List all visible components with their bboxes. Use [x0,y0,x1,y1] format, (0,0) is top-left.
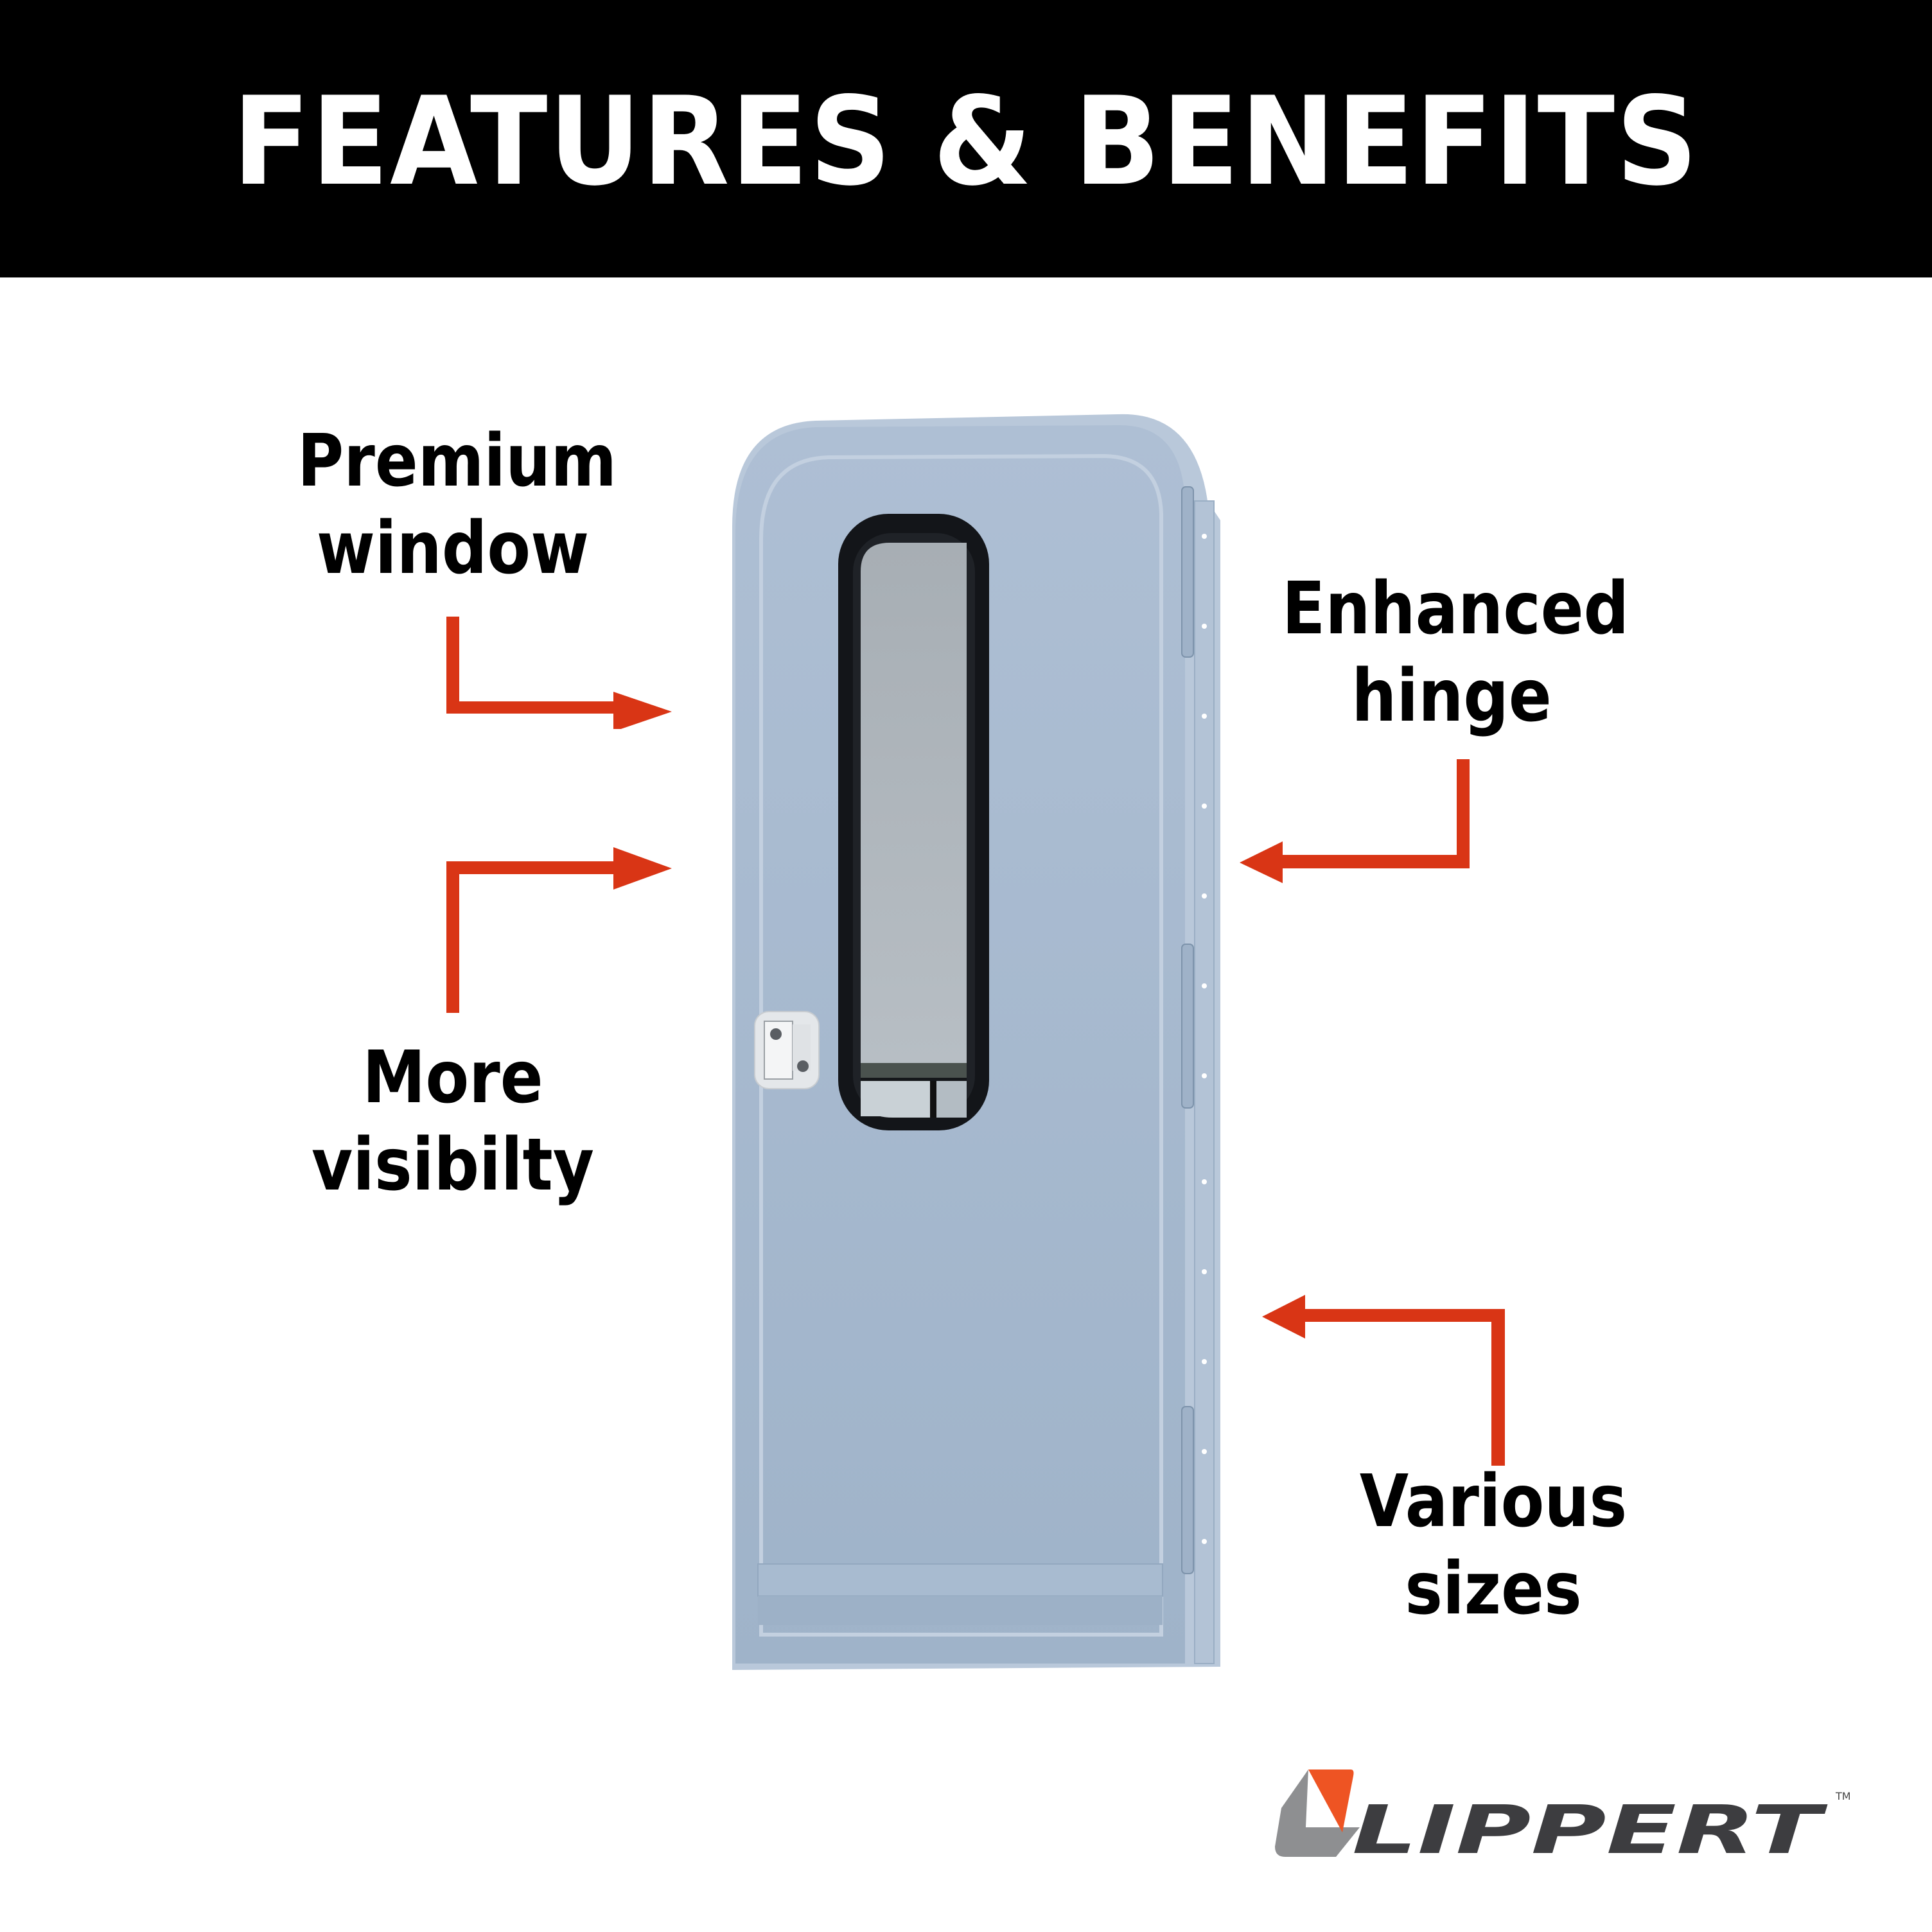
lippert-mark-icon [1275,1770,1360,1857]
arrow-right-icon [446,847,672,1013]
page-title: FEATURES & BENEFITS [233,70,1699,213]
callout-line2: hinge [1351,654,1552,738]
callout-line1: Enhanced [1282,567,1629,651]
hinge-icon [1181,486,1194,1574]
callout-line2: window [316,507,590,590]
callout-more-visibility: More visibilty [297,1034,608,1209]
arrow-left-icon [1262,1295,1505,1466]
arrow-right-icon [446,617,672,729]
logo-text: LIPPERT [1352,1791,1828,1866]
callout-line2: visibilty [312,1123,594,1207]
callout-line1: More [362,1036,543,1120]
callout-various-sizes: Various sizes [1310,1458,1677,1633]
callout-line2: sizes [1405,1547,1582,1631]
lippert-logo: LIPPERT [1275,1770,1828,1866]
door-latch-icon [754,1011,820,1089]
callout-enhanced-hinge: Enhanced hinge [1282,565,1629,740]
rv-door-image [732,414,1220,1670]
header-banner: FEATURES & BENEFITS [0,0,1932,277]
trademark-symbol: TM [1836,1790,1851,1802]
callout-premium-window: Premium window [297,417,617,592]
callout-line1: Various [1359,1460,1628,1543]
arrow-left-icon [1240,759,1470,883]
callout-line1: Premium [297,419,617,503]
